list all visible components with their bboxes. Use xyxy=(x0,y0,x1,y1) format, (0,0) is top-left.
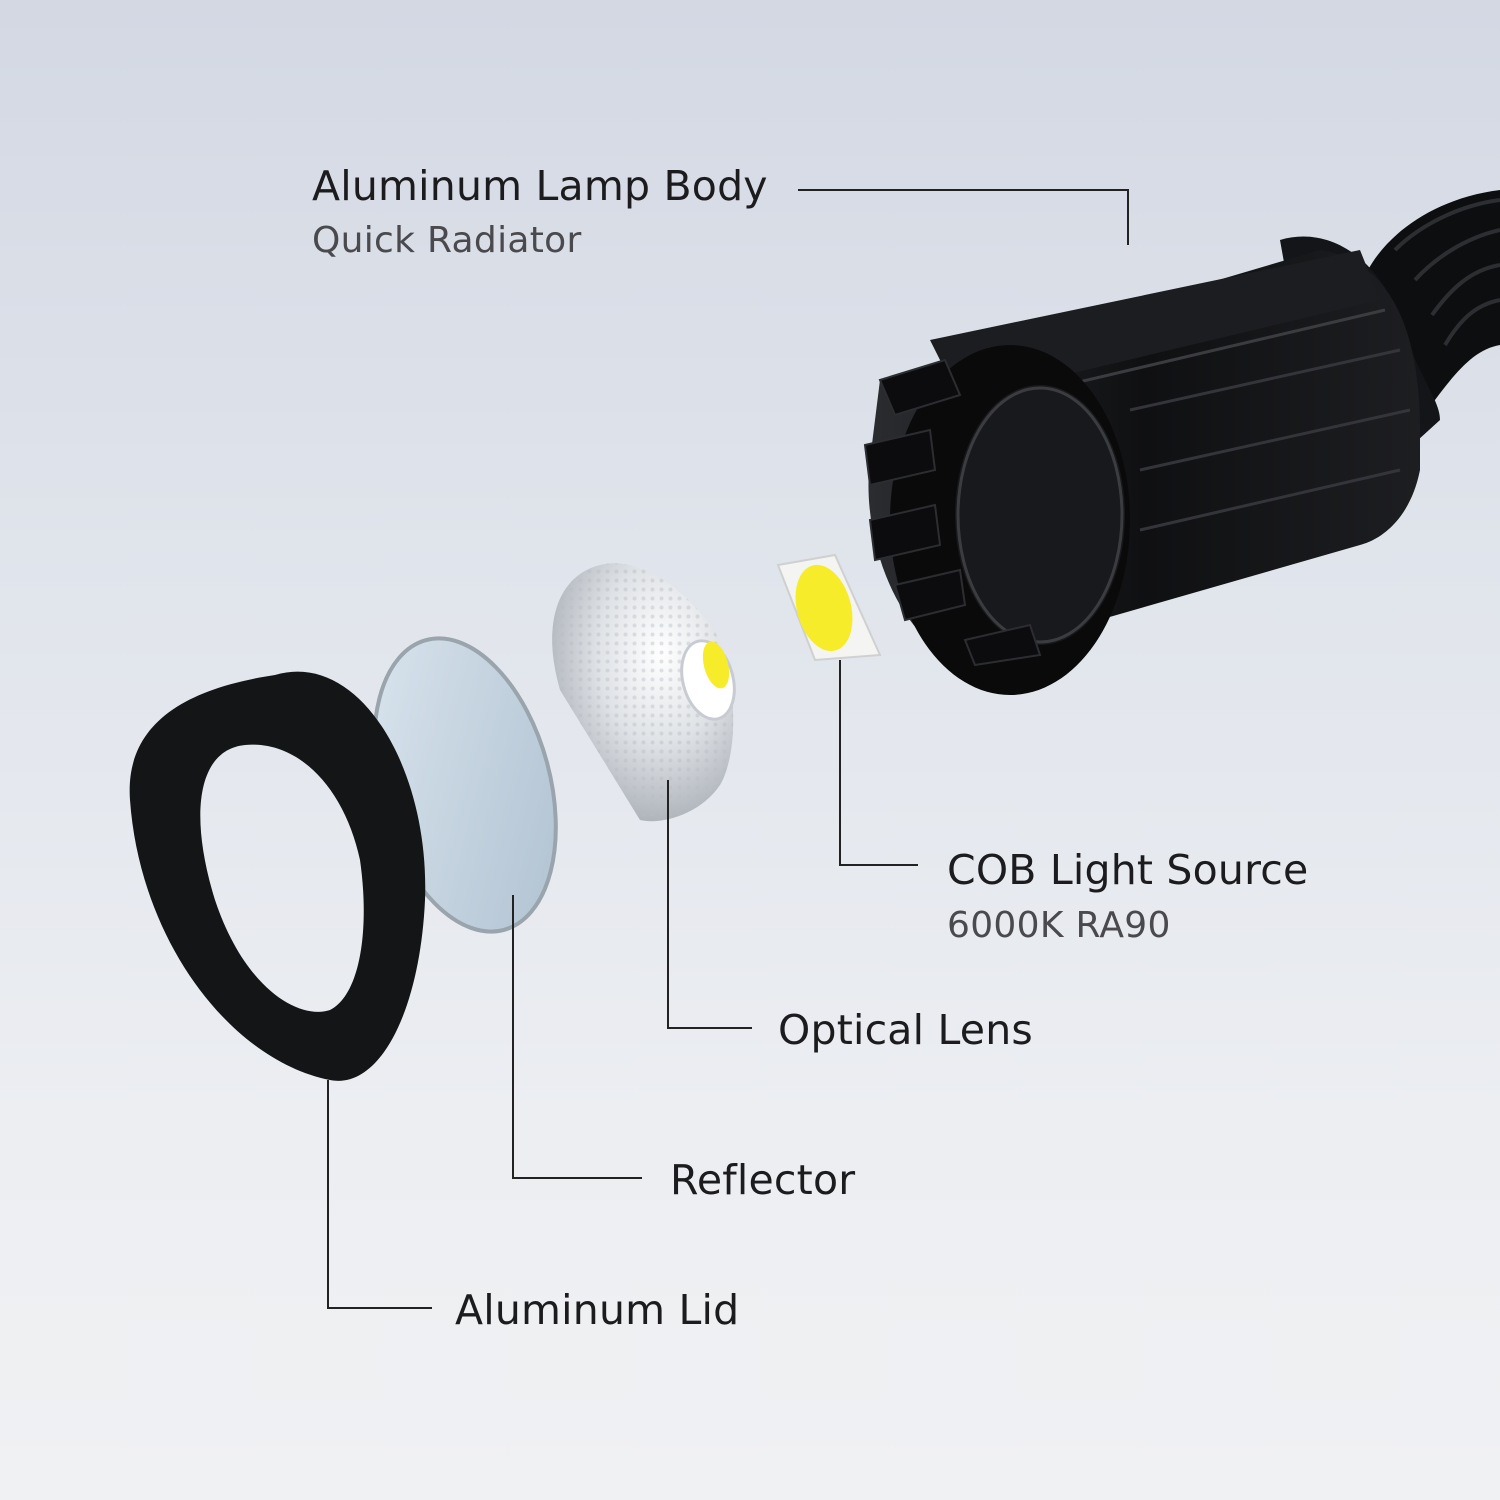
leader-line-reflector xyxy=(512,895,642,1179)
optical-lens-title: Optical Lens xyxy=(778,1006,1033,1054)
lamp-body-subtitle: Quick Radiator xyxy=(312,220,582,261)
reflector xyxy=(552,563,736,822)
leader-line-lid xyxy=(327,1080,432,1309)
lamp-body-title: Aluminum Lamp Body xyxy=(312,162,768,210)
leader-line-optical-lens xyxy=(667,780,752,1029)
aluminum-lamp-body xyxy=(863,190,1500,695)
cob-light-source xyxy=(776,553,882,662)
aluminum-lid xyxy=(129,671,426,1081)
leader-lines xyxy=(327,189,1129,1309)
leader-line-lamp-body xyxy=(798,189,1129,245)
cob-subtitle: 6000K RA90 xyxy=(947,905,1171,946)
leader-line-cob xyxy=(839,660,918,866)
reflector-title: Reflector xyxy=(670,1156,856,1204)
lid-title: Aluminum Lid xyxy=(455,1286,740,1334)
cob-title: COB Light Source xyxy=(947,846,1309,894)
